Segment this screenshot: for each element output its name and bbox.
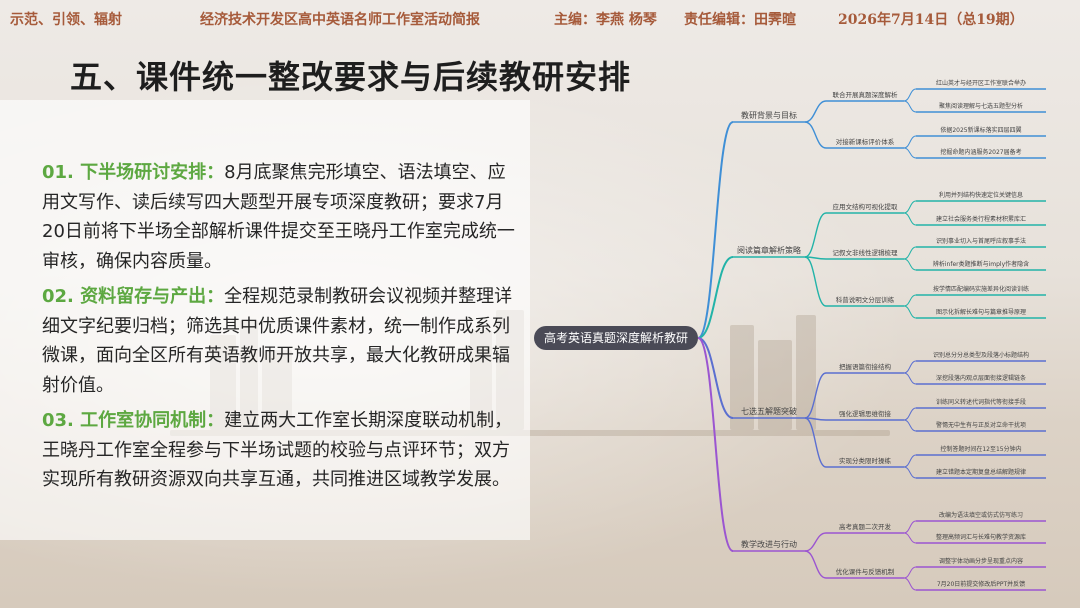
leaf-connector bbox=[903, 135, 917, 149]
sub-connector bbox=[804, 100, 827, 123]
content-list: 01. 下半场研讨安排：8月底聚焦完形填空、语法填空、应用文写作、读后续写四大题… bbox=[42, 158, 522, 501]
content-item: 03. 工作室协同机制：建立两大工作室长期深度联动机制，王晓丹工作室全程参与下半… bbox=[42, 406, 522, 495]
item-body: 8月底聚焦完形填空、语法填空、应用文写作、读后续写四大题型开展专项深度教研；要求… bbox=[42, 162, 515, 272]
leaf-connector bbox=[903, 577, 917, 591]
leaf-connector bbox=[903, 212, 917, 226]
leaf-connector bbox=[903, 294, 917, 307]
sub-node: 应用文结构可视化提取 bbox=[833, 202, 899, 211]
sub-connector bbox=[804, 121, 827, 149]
sub-node: 高考真题二次开发 bbox=[839, 522, 892, 531]
sub-connector bbox=[804, 372, 827, 419]
issue-date: 2026年7月14日（总19期） bbox=[838, 12, 1024, 28]
leaf-node: 红山英才与经开区工作室联合举办 bbox=[936, 79, 1026, 87]
sub-node: 联合开展真题深度解析 bbox=[833, 90, 899, 99]
slogan: 示范、引领、辐射 bbox=[10, 12, 122, 28]
sub-connector bbox=[804, 256, 827, 307]
leaf-node: 辨析infer类题推断与imply作者隐含 bbox=[933, 260, 1029, 268]
item-heading: 03. 工作室协同机制： bbox=[42, 410, 225, 431]
leaf-connector bbox=[903, 88, 917, 102]
leaf-connector bbox=[903, 305, 917, 319]
leaf-node: 警惕无中生有与正反对立命干扰项 bbox=[936, 421, 1026, 429]
leaf-node: 利用并列结构快速定位关键信息 bbox=[939, 191, 1023, 199]
newsletter-name: 经济技术开发区高中英语名师工作室活动简报 bbox=[200, 12, 480, 28]
leaf-connector bbox=[903, 454, 917, 468]
editors: 主编：李燕 杨琴 bbox=[554, 12, 657, 28]
leaf-connector bbox=[903, 258, 917, 271]
branch-node: 教研背景与目标 bbox=[741, 110, 797, 120]
leaf-node: 7月20日前提交修改后PPT并反馈 bbox=[937, 580, 1025, 588]
item-body: 全程规范录制教研会议视频并整理详细文字纪要归档；筛选其中优质课件素材，统一制作成… bbox=[42, 286, 513, 396]
branch-node: 七选五解题突破 bbox=[741, 406, 797, 416]
sub-node: 强化逻辑思维衔接 bbox=[839, 409, 892, 418]
leaf-node: 改编为语法填空或仿式仿写练习 bbox=[939, 511, 1023, 519]
leaf-connector bbox=[903, 200, 917, 214]
leaf-connector bbox=[903, 419, 917, 432]
branch-node: 阅读篇章解析策略 bbox=[737, 245, 801, 255]
leaf-node: 训练同义转述代词指代等衔接手段 bbox=[936, 398, 1026, 406]
leaf-node: 建立错题本定期复盘总结解题规律 bbox=[936, 468, 1026, 476]
leaf-node: 识别事业切入与首尾呼应叙事手法 bbox=[936, 237, 1026, 245]
leaf-node: 识别总分分总类型及段落小标题结构 bbox=[933, 351, 1029, 359]
branch-node: 教学改进与行动 bbox=[741, 539, 797, 549]
sub-connector bbox=[804, 532, 827, 552]
sub-node: 把握语篇衔接结构 bbox=[839, 362, 892, 371]
newsletter-header: 示范、引领、辐射 经济技术开发区高中英语名师工作室活动简报 主编：李燕 杨琴 责… bbox=[0, 0, 1080, 36]
sub-node: 对接新课标评价体系 bbox=[836, 137, 895, 146]
leaf-connector bbox=[903, 246, 917, 260]
item-body: 建立两大工作室长期深度联动机制，王晓丹工作室全程参与下半场试题的校验与点评环节；… bbox=[42, 410, 513, 490]
leaf-node: 建立社会服务类行程素材积累库汇 bbox=[936, 215, 1026, 223]
leaf-node: 按学情匹配编码实施差异化阅读训练 bbox=[933, 285, 1029, 293]
leaf-node: 聚焦阅读理解与七选五题型分析 bbox=[939, 102, 1023, 110]
leaf-connector bbox=[903, 407, 917, 421]
leaf-node: 整理高频词汇与长难句教学资源库 bbox=[936, 533, 1026, 541]
leaf-connector bbox=[903, 466, 917, 479]
leaf-node: 挖掘命题内涵服务2027届备考 bbox=[940, 148, 1021, 156]
text-panel bbox=[0, 100, 530, 540]
leaf-node: 深挖段落内观点层面衔接逻辑链条 bbox=[936, 374, 1026, 382]
sub-node: 优化课件与反馈机制 bbox=[836, 567, 895, 576]
leaf-node: 控制答题时间在12至15分钟内 bbox=[940, 445, 1021, 453]
leaf-connector bbox=[903, 372, 917, 385]
leaf-connector bbox=[903, 566, 917, 579]
branch-connector bbox=[697, 121, 734, 339]
leaf-connector bbox=[903, 360, 917, 374]
page-title: 五、课件统一整改要求与后续教研安排 bbox=[70, 58, 632, 96]
leaf-node: 依据2025新课标落实四层四翼 bbox=[940, 126, 1021, 134]
sub-connector bbox=[804, 550, 827, 579]
leaf-connector bbox=[903, 532, 917, 544]
leaf-node: 调整字体动画分步呈现重点内容 bbox=[939, 557, 1023, 565]
sub-connector bbox=[804, 212, 827, 258]
item-heading: 01. 下半场研讨安排： bbox=[42, 162, 225, 183]
branch-connector bbox=[697, 337, 734, 552]
content-item: 01. 下半场研讨安排：8月底聚焦完形填空、语法填空、应用文写作、读后续写四大题… bbox=[42, 158, 522, 276]
leaf-connector bbox=[903, 100, 917, 113]
branch-connector bbox=[697, 337, 734, 419]
leaf-connector bbox=[903, 520, 917, 534]
leaf-node: 图示化拆解长难句与篇章推导原理 bbox=[936, 308, 1026, 316]
item-heading: 02. 资料留存与产出： bbox=[42, 286, 225, 307]
sub-connector bbox=[804, 417, 827, 468]
leaf-connector bbox=[903, 147, 917, 159]
sub-node: 记叙文非线性逻辑梳理 bbox=[833, 248, 899, 257]
sub-node: 实现分类限时操练 bbox=[839, 456, 892, 465]
sub-node: 科普说明文分层训练 bbox=[836, 295, 895, 304]
content-item: 02. 资料留存与产出：全程规范录制教研会议视频并整理详细文字纪要归档；筛选其中… bbox=[42, 282, 522, 400]
branch-connector bbox=[697, 256, 734, 339]
responsible-editor: 责任编辑：田霁暄 bbox=[684, 12, 796, 28]
mindmap-center-node: 高考英语真题深度解析教研 bbox=[534, 326, 698, 350]
